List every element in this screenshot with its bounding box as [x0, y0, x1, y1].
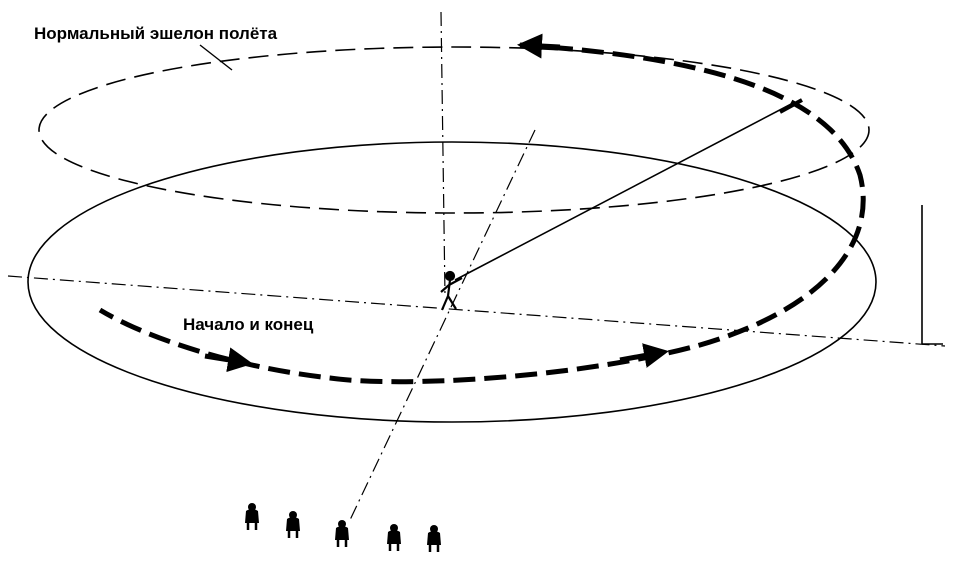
flight-level-label: Нормальный эшелон полёта: [34, 24, 278, 43]
spectator-figure: [335, 520, 349, 547]
flight-path: [98, 42, 866, 385]
flight-path-arrow-lower-left: [204, 347, 253, 373]
label-leader-line: [199, 44, 233, 71]
horizontal-axis: [7, 275, 946, 347]
flight-path-arrow-top: [517, 33, 561, 59]
pilot-figure: [440, 270, 463, 311]
spectator-figure: [286, 511, 300, 538]
model-aircraft-mark: [779, 98, 803, 114]
control-line: [454, 101, 796, 281]
vertical-axis: [440, 11, 446, 297]
flight-level-circle: [38, 46, 870, 214]
spectator-figure: [427, 525, 441, 552]
spectator-figure: [245, 503, 259, 530]
spectator-figure: [387, 524, 401, 551]
flight-path-arrow-lower-right: [619, 343, 669, 368]
start-end-label: Начало и конец: [183, 315, 314, 334]
ground-circle: [27, 141, 877, 423]
depth-axis: [349, 129, 536, 521]
